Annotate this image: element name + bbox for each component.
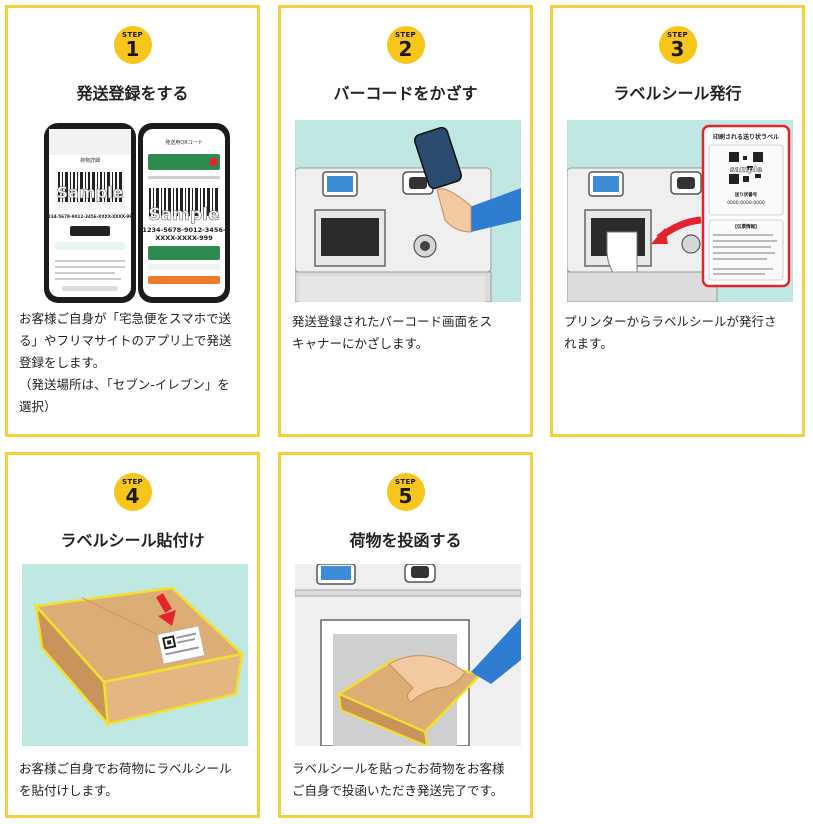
step-title: バーコードをかざす (333, 84, 478, 103)
step-description: お客様ご自身でお荷物にラベルシール を貼付けします。 (19, 761, 232, 798)
phone-illustration: 荷物詳細 Sample 1234-5678-9012-3456-XXXX-XXX… (22, 120, 248, 306)
step-card-2: STEP 2 バーコードをかざす 発送登録されたバーコード画面をス キャナーにか… (278, 5, 533, 437)
step-description: 発送登録されたバーコード画面をス キャナーにかざします。 (292, 314, 493, 351)
svg-text:発送用QRコード: 発送用QRコード (165, 139, 202, 146)
step-card-5: STEP 5 荷物を投函する ラベルシールを貼ったお荷物をお客様 ご自身で投函い… (278, 452, 533, 818)
svg-text:sample: sample (730, 165, 763, 174)
svg-text:XXXX-XXXX-999: XXXX-XXXX-999 (155, 234, 213, 242)
step-badge: STEP 5 (386, 473, 425, 511)
step-badge: STEP 3 (658, 26, 697, 64)
step-card-4: STEP 4 ラベルシール貼付け お客様ご自身でお荷物にラベルシール を貼付けし… (5, 452, 260, 818)
step-title: ラベルシール貼付け (60, 531, 205, 550)
step-title: 荷物を投函する (349, 531, 462, 550)
svg-text:Sample: Sample (149, 205, 220, 225)
svg-text:Sample: Sample (57, 183, 124, 202)
step-description: プリンターからラベルシールが発行さ れます。 (564, 314, 777, 351)
svg-text:【伝票情報】: 【伝票情報】 (733, 223, 760, 230)
printer-illustration: 印刷される送り状ラベル sample 送り状番号 0000-0000-0000 … (567, 120, 793, 302)
step-description: ラベルシールを貼ったお荷物をお客様 ご自身で投函いただき発送完了です。 (292, 761, 505, 798)
svg-text:1234-5678-9012-3456-: 1234-5678-9012-3456- (142, 226, 225, 234)
step-description: お客様ご自身が「宅急便をスマホで送 る」やフリマサイトのアプリ上で発送 登録をし… (19, 311, 232, 414)
svg-text:1234-5678-9012-3456-XXXX-XXXX-: 1234-5678-9012-3456-XXXX-XXXX-999 (45, 214, 135, 219)
svg-text:0000-0000-0000: 0000-0000-0000 (727, 200, 765, 206)
step-title: ラベルシール発行 (613, 84, 742, 103)
qr-code (729, 152, 763, 184)
svg-text:印刷される送り状ラベル: 印刷される送り状ラベル (713, 133, 779, 141)
step-card-3: STEP 3 ラベルシール発行 印刷される送り状ラベル (550, 5, 805, 437)
step-badge: STEP 1 (113, 26, 152, 64)
step-title: 発送登録をする (76, 84, 189, 103)
step-badge: STEP 2 (386, 26, 425, 64)
parcel-illustration (22, 564, 248, 746)
barcode-left (58, 172, 122, 202)
barcode-right (149, 188, 218, 216)
scanner-illustration (295, 120, 521, 302)
svg-text:荷物詳細: 荷物詳細 (80, 157, 100, 164)
drop-box-illustration (295, 564, 521, 746)
step-badge: STEP 4 (113, 473, 152, 511)
step-card-1: STEP 1 発送登録をする 荷物詳細 Sample 1234-567 (5, 5, 260, 437)
svg-text:送り状番号: 送り状番号 (734, 191, 758, 198)
